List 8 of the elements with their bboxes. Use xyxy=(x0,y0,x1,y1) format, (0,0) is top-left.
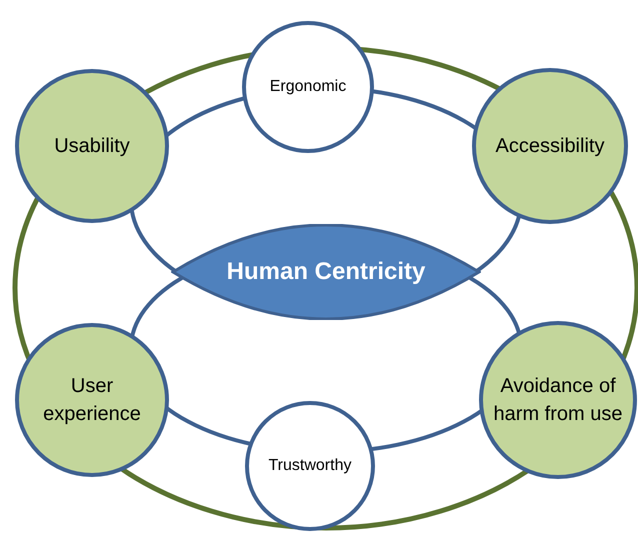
node-label: Ergonomic xyxy=(270,76,346,97)
node-label: Trustworthy xyxy=(268,456,352,476)
node-label: Usability xyxy=(54,134,130,159)
node-label: Human Centricity xyxy=(226,257,426,288)
node-label: Accessibility xyxy=(496,134,604,159)
node-label: Avoidance of harm from use xyxy=(493,374,623,427)
lens-shape xyxy=(171,224,481,320)
node-label: User experience xyxy=(42,374,142,427)
